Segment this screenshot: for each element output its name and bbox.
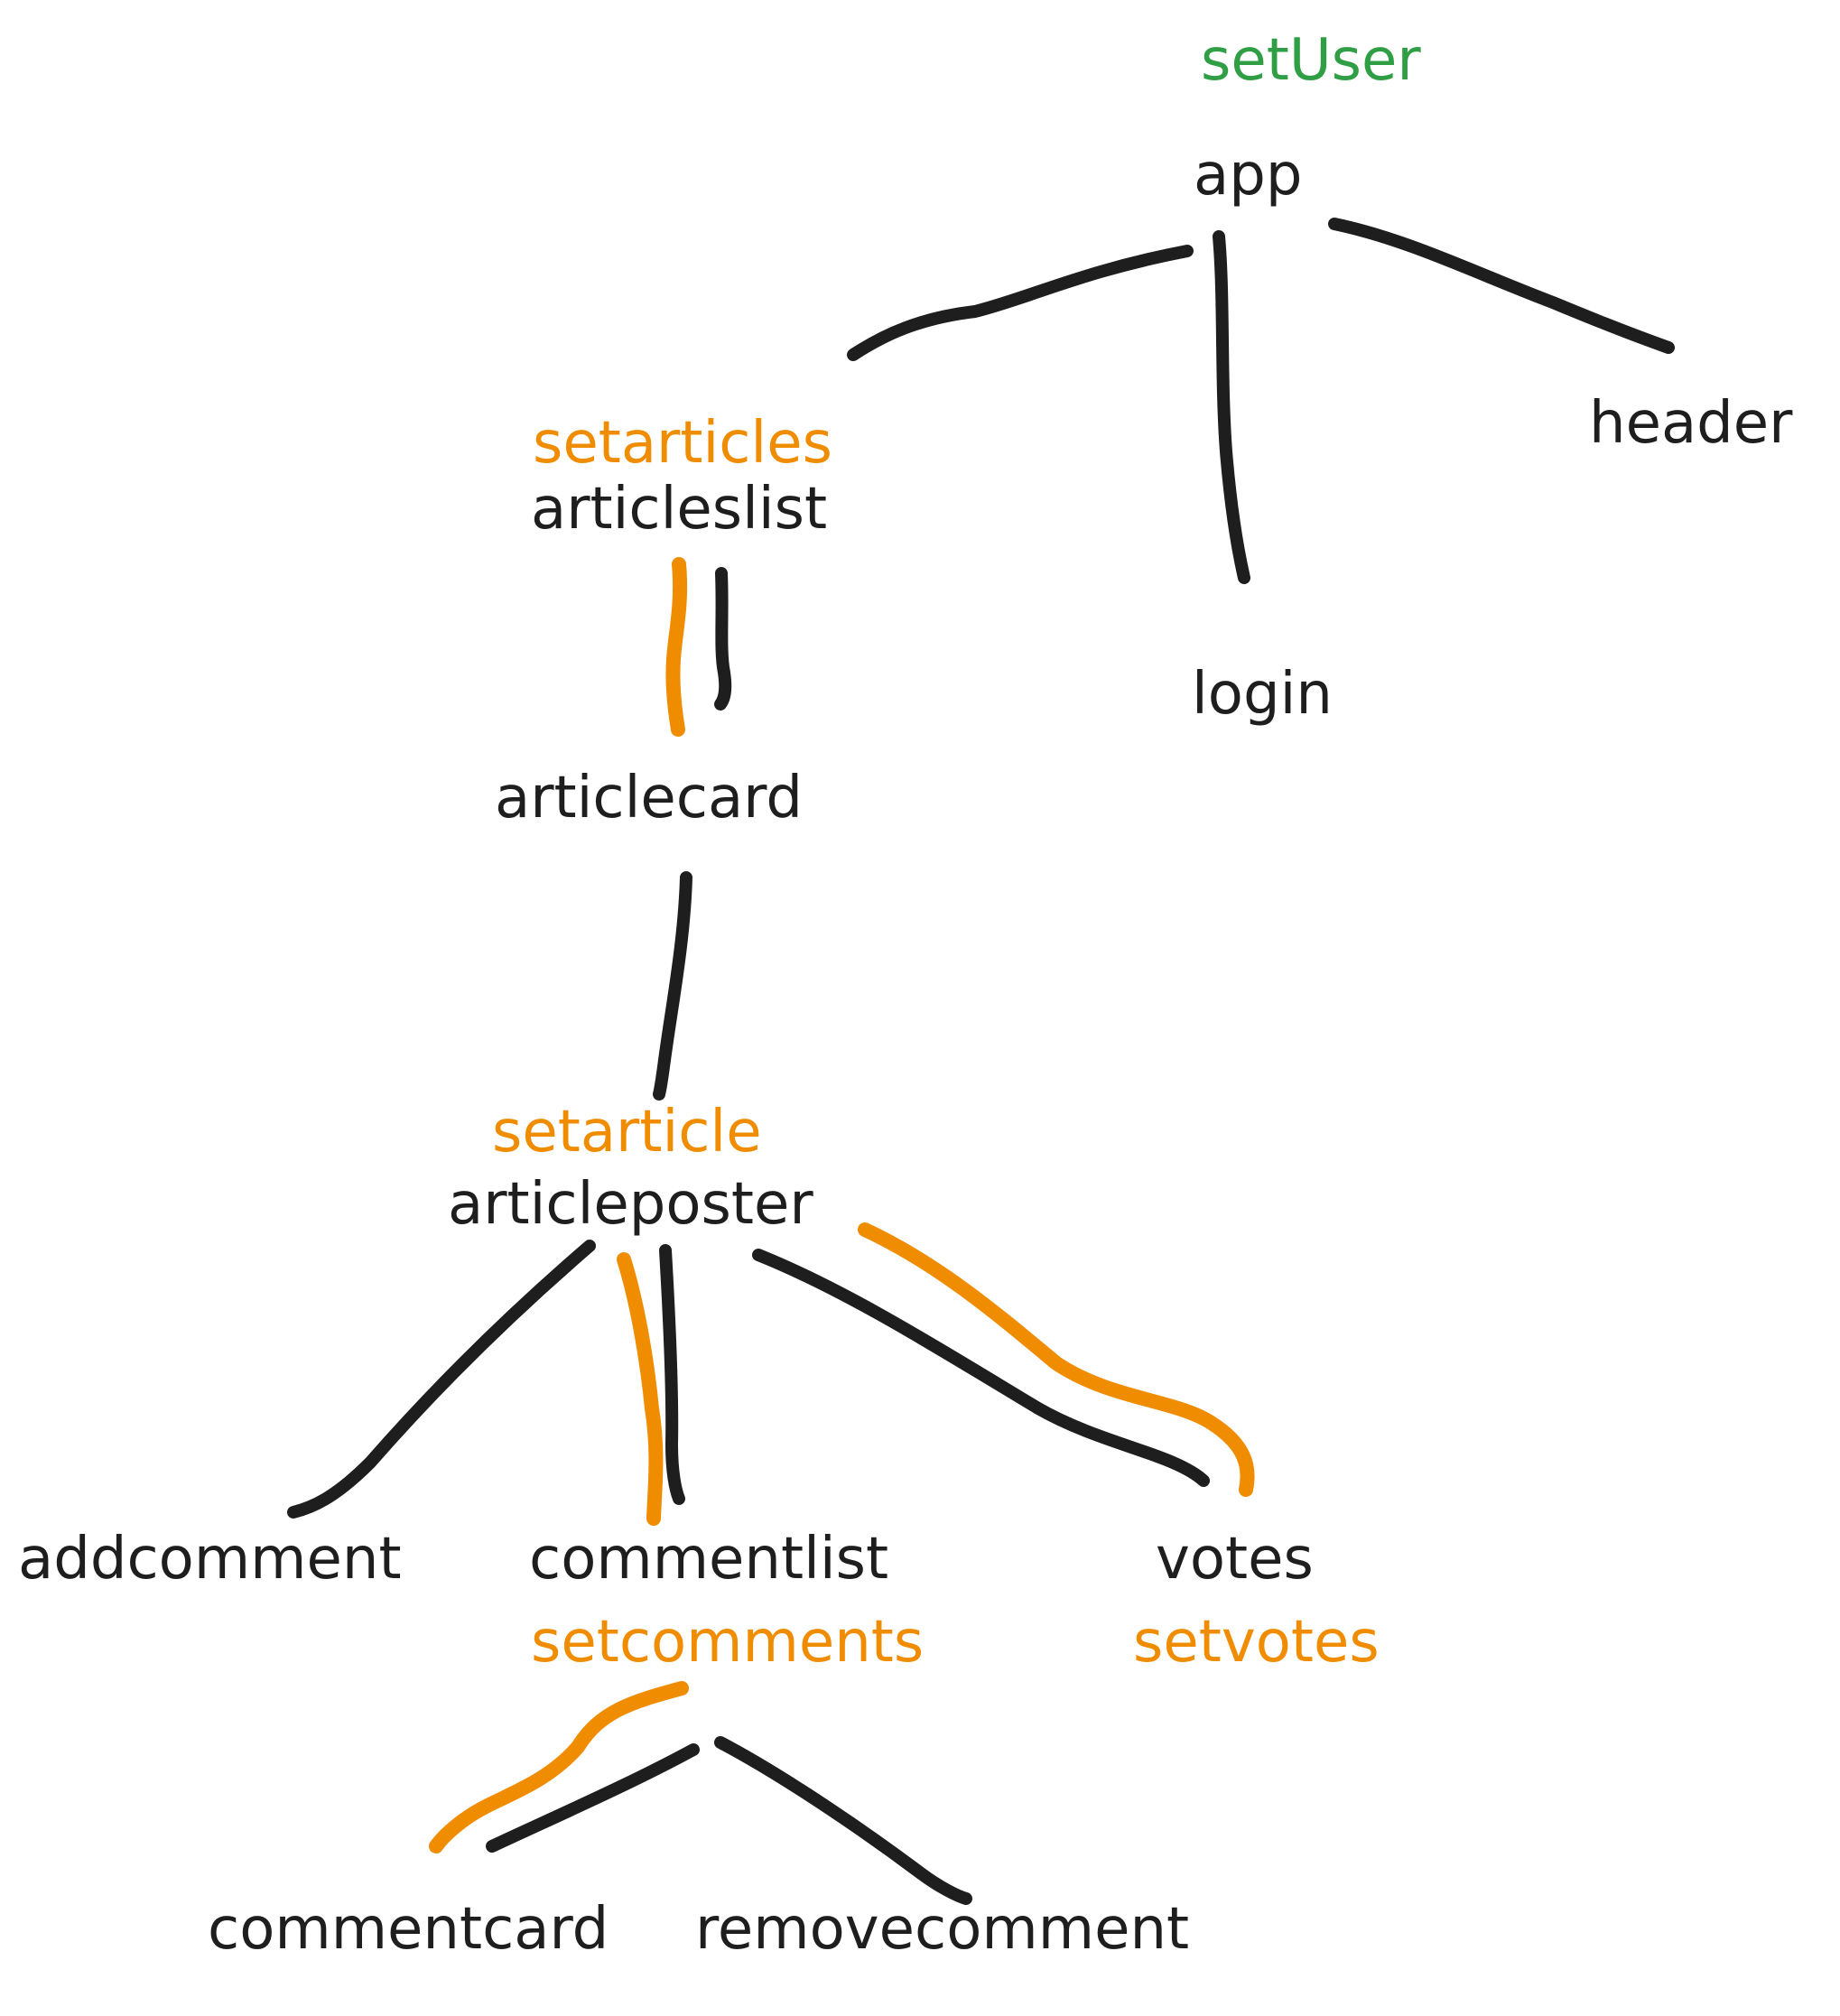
edge-commentlist-removecomment [714, 1736, 972, 1905]
node-header: header [1589, 390, 1793, 457]
edge-setarticles-articlecard [665, 557, 688, 737]
edge-setarticle-votes [858, 1222, 1255, 1497]
root-setter-label: setUser [1201, 27, 1421, 94]
node-addcomment: addcomment [18, 1526, 402, 1593]
edge-setarticle-commentlist [617, 1252, 664, 1526]
node-commentcard: commentcard [208, 1896, 609, 1963]
node-articlecard: articlecard [495, 765, 803, 831]
node-login: login [1192, 661, 1333, 728]
edge-app-header [1328, 218, 1675, 354]
node-removecomment: removecomment [695, 1896, 1189, 1963]
node-app: app [1194, 142, 1302, 209]
edge-app-articleslist [847, 245, 1194, 361]
node-votes: votes [1156, 1526, 1314, 1593]
articleposter-setter-label: setarticle [492, 1099, 762, 1166]
edge-articleslist-articlecard [714, 567, 732, 711]
edge-articleposter-addcomment [287, 1240, 596, 1519]
edge-app-login [1213, 230, 1250, 584]
edge-articleposter-votes [752, 1249, 1210, 1487]
edge-articleposter-commentlist [659, 1244, 685, 1505]
node-articleslist: articleslist [531, 476, 827, 543]
articleslist-setter-label: setarticles [533, 410, 832, 477]
votes-setter-label: setvotes [1133, 1609, 1380, 1676]
edge-articlecard-articleposter [653, 871, 692, 1101]
commentlist-setter-label: setcomments [531, 1609, 924, 1676]
node-articleposter: articleposter [448, 1171, 813, 1238]
edge-setcomments-commentcard [429, 1681, 689, 1853]
node-commentlist: commentlist [529, 1526, 888, 1593]
edge-commentlist-commentcard [486, 1743, 700, 1853]
